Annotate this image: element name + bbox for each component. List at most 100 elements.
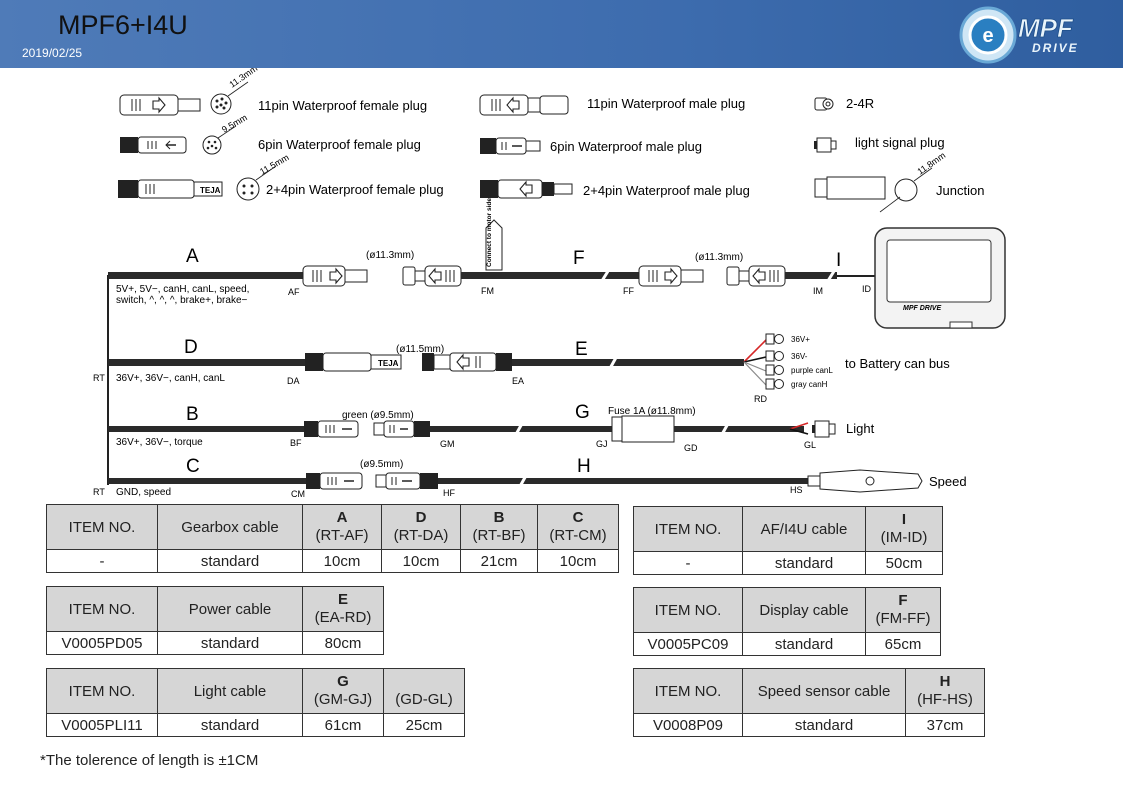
speed-item-no-header: ITEM NO.: [633, 668, 743, 714]
cable-b: [108, 420, 359, 438]
cable-c-desc: GND, speed: [116, 487, 171, 498]
af-col-i-header: I(IM-ID): [865, 506, 943, 552]
light-label: Light: [846, 421, 875, 436]
bat-36v-plus: 36V+: [791, 335, 810, 344]
gearbox-col-d-header: D(RT-DA): [381, 504, 461, 550]
speed-type-value: standard: [742, 713, 906, 737]
legend-6pin-female-icon: [120, 125, 237, 155]
label-b: B: [186, 404, 199, 425]
svg-text:TEJA: TEJA: [200, 186, 221, 195]
tag-cm: CM: [291, 489, 305, 499]
gearbox-b-value: 21cm: [460, 549, 538, 573]
bf-size-label: green (ø9.5mm): [342, 410, 414, 421]
legend-junction-label: Junction: [936, 183, 984, 198]
legend-11pin-female-label: 11pin Waterproof female plug: [258, 98, 427, 113]
power-col-e-header: E(EA-RD): [302, 586, 384, 632]
gearbox-cable-table: ITEM NO. Gearbox cable A(RT-AF) D(RT-DA)…: [46, 504, 619, 573]
battery-label: to Battery can bus: [845, 356, 950, 371]
page-title: MPF6+I4U: [58, 10, 188, 40]
tag-gm: GM: [440, 439, 455, 449]
cable-d-desc: 36V+, 36V−, canH, canL: [116, 373, 225, 384]
bat-purple-canl: purple canL: [791, 366, 833, 375]
power-type-value: standard: [157, 631, 303, 655]
af-item-value: -: [633, 551, 743, 575]
label-e: E: [575, 339, 588, 360]
tag-ff: FF: [623, 286, 634, 296]
tag-hs: HS: [790, 485, 803, 495]
tag-im: IM: [813, 286, 823, 296]
ff-size-label: (ø11.3mm): [695, 252, 743, 263]
motor-side-tag: Connect to motor side: [485, 198, 503, 271]
header-bar: MPF6+I4U 2019/02/25 e MPF DRIVE: [0, 0, 1123, 68]
light-name-header: Light cable: [157, 668, 303, 714]
display-name-header: Display cable: [742, 587, 866, 633]
page-date: 2019/02/25: [22, 46, 83, 60]
mpf-drive-logo-icon: e MPF DRIVE: [959, 6, 1077, 64]
power-name-header: Power cable: [157, 586, 303, 632]
legend-junction-icon: [814, 167, 933, 213]
legend-2-4pin-diameter: 11.5mm: [258, 152, 291, 177]
speed-label: Speed: [929, 474, 967, 489]
tag-rd: RD: [754, 394, 767, 404]
legend-2-4pin-female-label: 2+4pin Waterproof female plug: [266, 182, 444, 197]
tag-hf: HF: [443, 488, 455, 498]
cm-size-label: (ø9.5mm): [360, 459, 403, 470]
gearbox-col-a-header: A(RT-AF): [302, 504, 382, 550]
power-cable-table: ITEM NO. Power cable E(EA-RD) V0005PD05 …: [46, 586, 384, 655]
label-c: C: [186, 456, 200, 477]
legend-2-4r-label: 2-4R: [846, 96, 874, 111]
tag-gd: GD: [684, 443, 698, 453]
tag-gl: GL: [804, 440, 816, 450]
legend-2-4pin-male-label: 2+4pin Waterproof male plug: [583, 183, 750, 198]
power-e-value: 80cm: [302, 631, 384, 655]
gearbox-a-value: 10cm: [302, 549, 382, 573]
light-item-value: V0005PLI11: [46, 713, 158, 737]
logo-top-text: MPF: [1018, 13, 1074, 43]
light-col-gd-header: (GD-GL): [383, 668, 465, 714]
legend-11pin-male-icon: [479, 94, 569, 116]
tag-rt-2: RT: [93, 487, 105, 497]
legend-2-4r-icon: [814, 97, 834, 111]
label-h: H: [577, 456, 591, 477]
light-col-g-header: G(GM-GJ): [302, 668, 384, 714]
cable-g: [373, 415, 836, 443]
gearbox-d-value: 10cm: [381, 549, 461, 573]
tolerance-note: *The tolerence of length is ±1CM: [40, 752, 259, 769]
tag-id: ID: [862, 284, 872, 294]
svg-text:TEJA: TEJA: [378, 359, 399, 368]
bat-36v-minus: 36V-: [791, 352, 808, 361]
gearbox-name-header: Gearbox cable: [157, 504, 303, 550]
gearbox-col-b-header: B(RT-BF): [460, 504, 538, 550]
da-size-label: (ø11.5mm): [396, 344, 444, 355]
gearbox-type-value: standard: [157, 549, 303, 573]
af-i4u-cable-table: ITEM NO. AF/I4U cable I(IM-ID) - standar…: [633, 506, 943, 575]
power-item-no-header: ITEM NO.: [46, 586, 158, 632]
af-i-value: 50cm: [865, 551, 943, 575]
display-col-f-header: F(FM-FF): [865, 587, 941, 633]
speed-item-value: V0008P09: [633, 713, 743, 737]
gearbox-item-no-header: ITEM NO.: [46, 504, 158, 550]
cable-e: [422, 333, 784, 390]
label-a: A: [186, 246, 199, 267]
legend-6pin-diameter: 9.5mm: [220, 112, 249, 134]
cable-b-desc: 36V+, 36V−, torque: [116, 437, 203, 448]
speed-sensor-cable-table: ITEM NO. Speed sensor cable H(HF-HS) V00…: [633, 668, 985, 737]
legend-2-4pin-male-icon: [480, 179, 573, 199]
light-gd-value: 25cm: [383, 713, 465, 737]
gearbox-item-value: -: [46, 549, 158, 573]
fuse-label: Fuse 1A (ø11.8mm): [608, 406, 696, 417]
label-g: G: [575, 402, 590, 423]
bat-gray-canh: gray canH: [791, 380, 828, 389]
cable-a: [108, 265, 368, 287]
speed-col-h-header: H(HF-HS): [905, 668, 985, 714]
gearbox-col-c-header: C(RT-CM): [537, 504, 619, 550]
display-item-value: V0005PC09: [633, 632, 743, 656]
light-cable-table: ITEM NO. Light cable G(GM-GJ) (GD-GL) V0…: [46, 668, 465, 737]
light-item-no-header: ITEM NO.: [46, 668, 158, 714]
cable-f-male-plug: [402, 265, 704, 287]
cable-a-desc-1: 5V+, 5V−, canH, canL, speed,: [116, 284, 249, 295]
wiring-diagram: 11.3mm 11pin Waterproof female plug 11pi…: [93, 68, 1006, 499]
display-type-value: standard: [742, 632, 866, 656]
display-f-value: 65cm: [865, 632, 941, 656]
legend-6pin-male-label: 6pin Waterproof male plug: [550, 139, 702, 154]
